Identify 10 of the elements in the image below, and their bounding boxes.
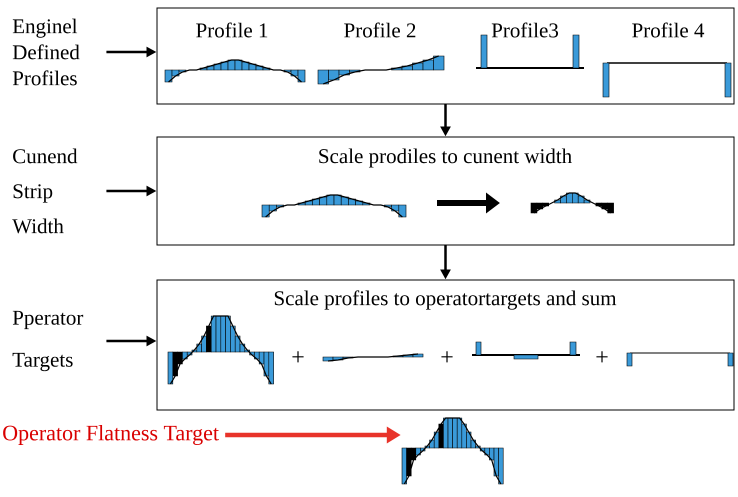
plus-sign: + xyxy=(596,351,608,362)
profile-drawing xyxy=(402,417,504,484)
input-label: Pperator Targets xyxy=(12,310,84,372)
plus-sign: + xyxy=(292,351,304,362)
input-label: Enginel Defined Profiles xyxy=(12,18,80,86)
process-box: Profile 1 Profile 2 Profile3 Profile 4 xyxy=(156,8,734,104)
plus-sign: + xyxy=(441,351,453,362)
process-box: Scale prodiles to cunent width xyxy=(156,136,734,246)
input-label: Cunend Strip Width xyxy=(12,148,78,234)
target-label: Operator Flatness Target xyxy=(3,425,219,445)
